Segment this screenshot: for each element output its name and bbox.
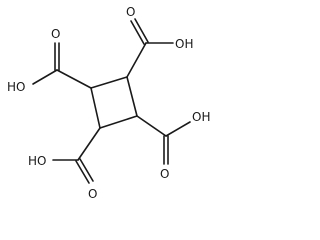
ring-bond-left	[90, 87, 101, 129]
hydroxyl-label: HO	[28, 154, 46, 168]
ring-to-carbon-bond	[77, 127, 101, 161]
hydroxyl-label: HO	[7, 80, 25, 94]
ring-to-carbon-bond	[126, 42, 147, 78]
ring-to-carbon-bond	[56, 69, 92, 89]
carboxyl-group-top-left: O HO	[7, 27, 92, 94]
hydroxyl-bond	[32, 69, 58, 85]
oxygen-label: O	[88, 187, 97, 201]
carboxyl-group-bottom-right: O OH	[136, 110, 210, 181]
hydroxyl-label: OH	[192, 110, 210, 124]
ring-bond-bottom	[99, 115, 138, 129]
ring-bond-right	[126, 76, 138, 117]
oxygen-label: O	[126, 5, 135, 19]
ring-bond-top	[90, 76, 128, 89]
hydroxyl-label: OH	[175, 37, 193, 51]
carbonyl-double-bond-a	[75, 160, 90, 184]
carboxyl-group-bottom-left: O HO	[28, 127, 101, 201]
carbonyl-double-bond-a	[130, 20, 145, 45]
cyclobutane-ring	[90, 76, 138, 129]
cyclobutane-tetracarboxylic-acid-structure: O OH O HO O OH O HO	[7, 5, 210, 201]
hydroxyl-bond	[165, 121, 191, 137]
ring-to-carbon-bond	[136, 115, 167, 137]
carboxyl-group-top-right: O OH	[126, 5, 193, 78]
oxygen-label: O	[160, 167, 169, 181]
oxygen-label: O	[51, 27, 60, 41]
carbonyl-double-bond-b	[134, 18, 149, 43]
carbonyl-double-bond-b	[79, 158, 94, 182]
